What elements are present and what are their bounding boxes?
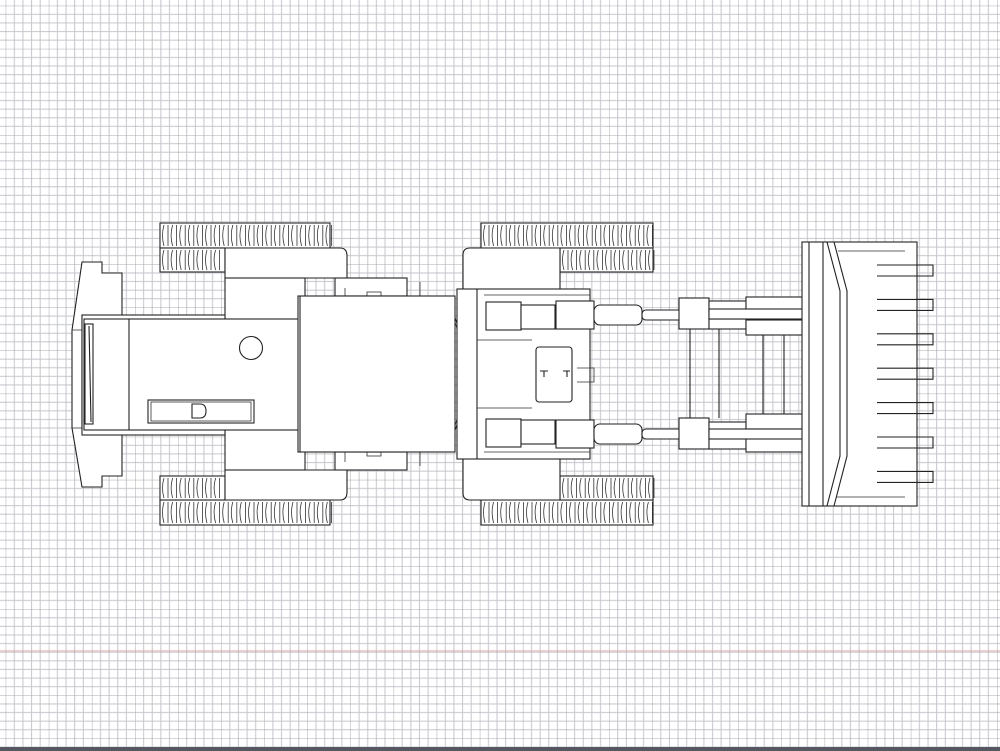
front-plate	[535, 346, 573, 403]
air-intake	[147, 399, 255, 424]
radiator-grille	[84, 323, 94, 425]
bucket-tooth	[877, 367, 934, 380]
tire-rear-left-inner	[159, 247, 226, 273]
tire-front-left	[480, 222, 654, 249]
lift-cylinder-bottom	[485, 418, 685, 449]
cab-steps-bottom	[334, 451, 408, 471]
bucket	[801, 241, 934, 507]
bottom-border	[0, 747, 1000, 751]
bucket-tooth	[877, 264, 934, 277]
bucket-tooth	[877, 298, 934, 311]
bucket-teeth	[877, 264, 934, 483]
bucket-tooth	[877, 402, 934, 415]
tires	[159, 222, 655, 526]
exhaust-cap	[238, 335, 264, 361]
cab-steps-top	[334, 277, 408, 297]
front-fender	[462, 247, 561, 501]
cab	[297, 295, 456, 453]
lift-cylinder-top	[485, 300, 685, 331]
tire-rear-left	[159, 222, 332, 249]
bucket-tooth	[877, 436, 934, 449]
tire-rear-right-inner	[159, 475, 226, 501]
tire-rear-right	[159, 499, 332, 526]
wheel-loader-drawing	[71, 222, 934, 526]
bucket-tooth	[877, 470, 934, 483]
rear-body	[224, 247, 348, 501]
bucket-linkage	[678, 296, 810, 453]
bucket-tooth	[877, 333, 934, 346]
tire-front-left-inner	[559, 247, 655, 273]
tire-front-right	[480, 499, 654, 526]
tire-front-right-inner	[559, 475, 655, 501]
